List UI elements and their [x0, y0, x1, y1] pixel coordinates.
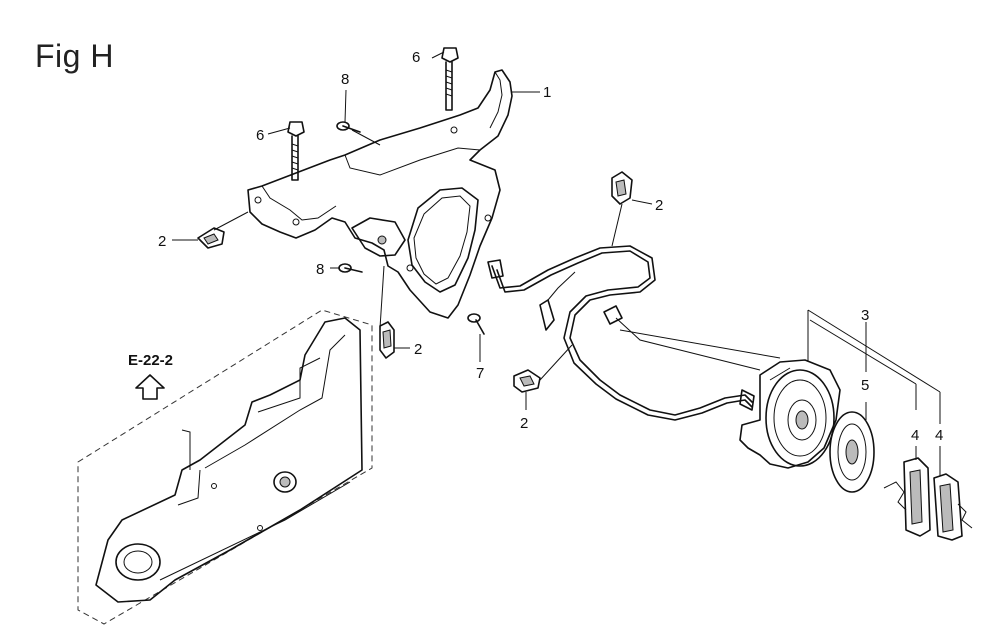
callout-2-left: 2: [158, 233, 166, 250]
callout-8-top: 8: [341, 71, 349, 88]
figure-title: Fig H: [35, 38, 114, 74]
callout-8-mid: 8: [316, 261, 324, 278]
bolt-part-6-left[interactable]: [287, 121, 305, 181]
callout-2-mid: 2: [414, 341, 422, 358]
leader-lines: [172, 51, 941, 476]
screw-part-8-mid[interactable]: [338, 263, 363, 273]
screw-part-7[interactable]: [467, 313, 485, 335]
callout-1: 1: [543, 84, 551, 101]
clip-part-2-low[interactable]: [513, 369, 541, 393]
bolt-part-6-top[interactable]: [441, 47, 459, 111]
bushing-part-4-left[interactable]: [883, 457, 931, 537]
callout-2-low: 2: [520, 415, 528, 432]
clip-part-2-top[interactable]: [611, 171, 633, 205]
washer-part-5[interactable]: [829, 411, 875, 493]
cover-panel-group: [77, 309, 373, 625]
wire-harness[interactable]: [487, 245, 761, 421]
clip-part-2-left[interactable]: [197, 227, 225, 249]
clip-part-2-mid[interactable]: [379, 321, 395, 359]
bracket-part-1[interactable]: [247, 69, 513, 319]
callout-labels: 6 6 8 1 2 8 2 7 2 2 3 5 4 4: [158, 49, 943, 444]
clutch-assembly[interactable]: [739, 359, 841, 469]
callout-5: 5: [861, 377, 869, 394]
screw-part-8-top[interactable]: [336, 121, 361, 133]
callout-4-right: 4: [935, 427, 943, 444]
reference-label[interactable]: E-22-2: [128, 352, 174, 369]
callout-3: 3: [861, 307, 869, 324]
callout-2-top: 2: [655, 197, 663, 214]
callout-4-left: 4: [911, 427, 919, 444]
bushing-part-4-right[interactable]: [933, 473, 973, 541]
callout-6-left: 6: [256, 127, 264, 144]
up-arrow-icon[interactable]: [135, 374, 165, 400]
callout-6-top: 6: [412, 49, 420, 66]
callout-7: 7: [476, 365, 484, 382]
